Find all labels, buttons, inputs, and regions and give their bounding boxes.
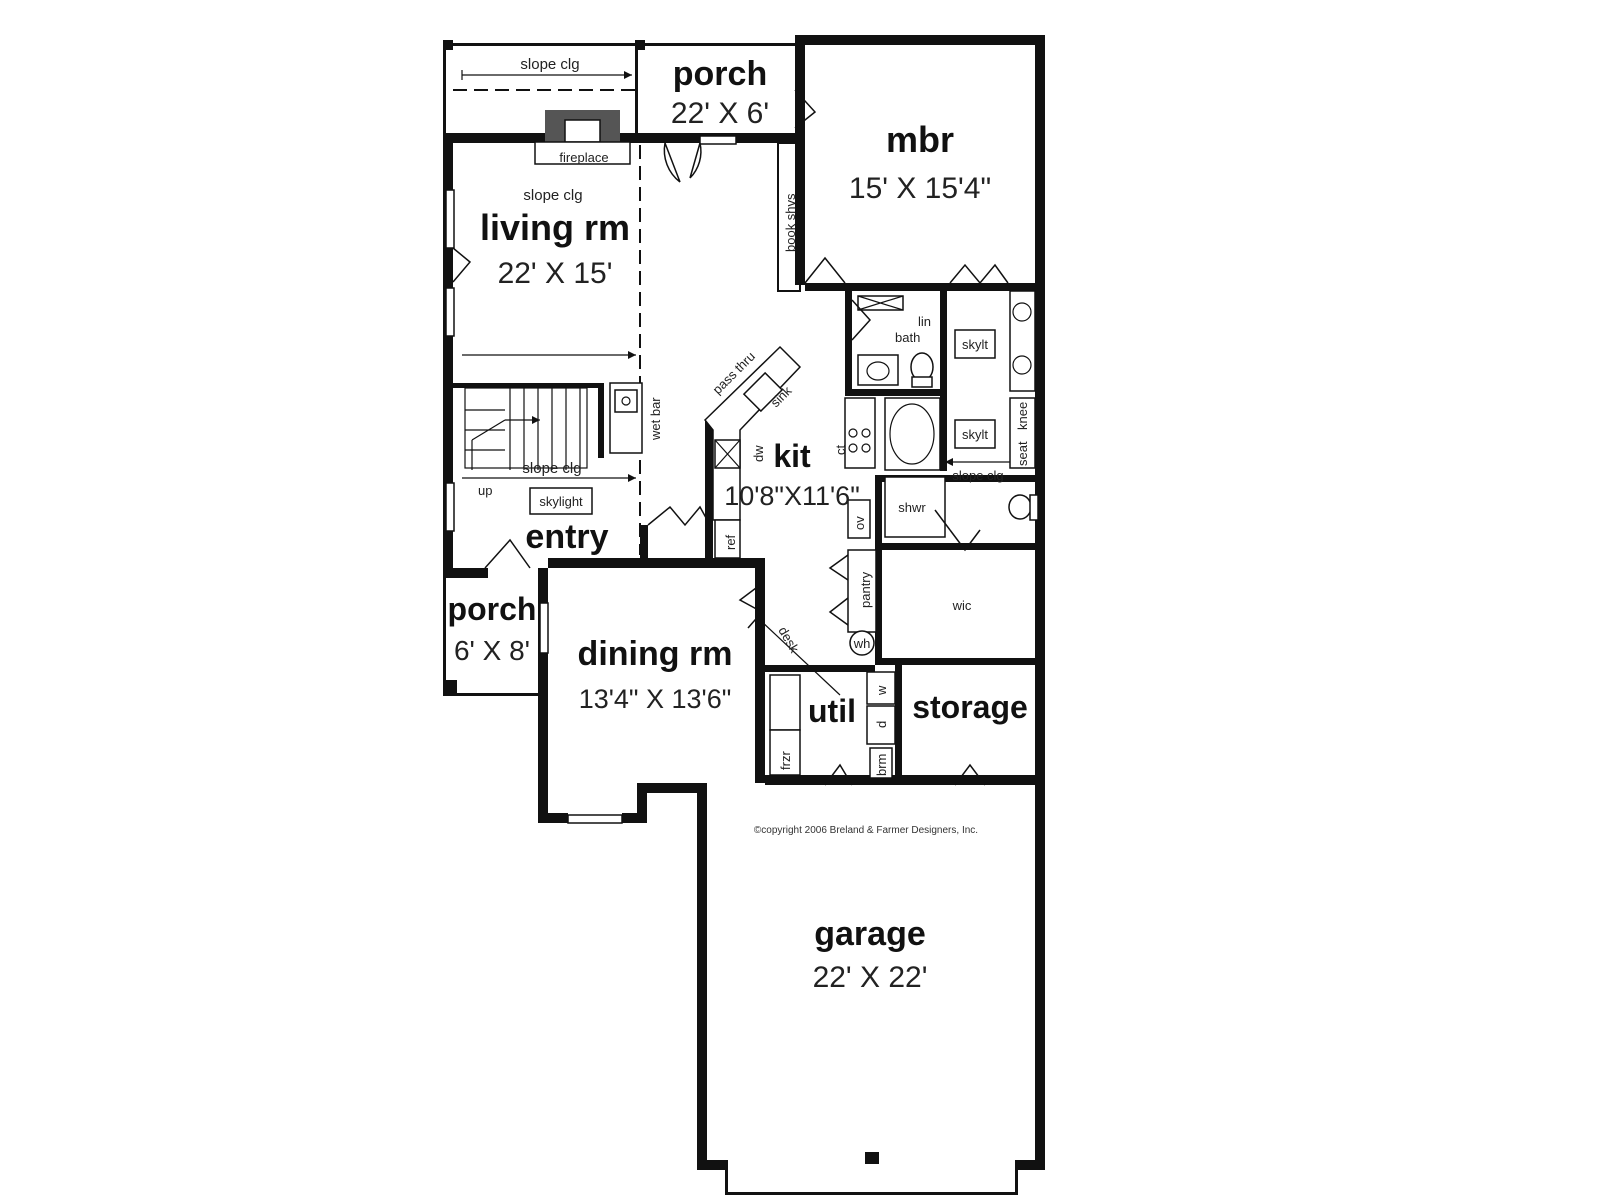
exterior-walls	[443, 35, 1045, 1195]
note-desk: desk	[775, 624, 802, 656]
fireplace	[534, 110, 631, 165]
note-lin: lin	[918, 314, 931, 329]
room-dim-porch-side: 6' X 8'	[454, 635, 530, 666]
note-pantry: pantry	[858, 571, 873, 608]
room-name-storage: storage	[912, 689, 1028, 725]
note-skylt-1: skylt	[962, 337, 988, 352]
note-knee: knee	[1015, 402, 1030, 430]
note-ref: ref	[723, 534, 738, 550]
note-slope-clg-stair: slope clg	[522, 460, 581, 477]
room-dim-porch-top: 22' X 6'	[671, 97, 769, 130]
note-skylight: skylight	[539, 494, 583, 509]
note-ov: ov	[852, 516, 867, 530]
doors	[452, 89, 1009, 786]
room-name-util: util	[808, 693, 856, 729]
room-name-entry: entry	[525, 518, 608, 556]
room-dim-living: 22' X 15'	[498, 257, 613, 290]
utility-fixtures	[769, 671, 896, 779]
note-wet-bar: wet bar	[648, 397, 663, 441]
slope-ceiling-lines	[453, 70, 1020, 555]
note-wic: wic	[952, 598, 972, 613]
room-name-porch-side: porch	[448, 591, 537, 627]
note-frzr: frzr	[778, 751, 793, 770]
note-fireplace: fireplace	[559, 150, 608, 165]
note-seat: seat	[1015, 441, 1030, 466]
room-dim-garage: 22' X 22'	[813, 961, 928, 994]
interior-walls	[453, 45, 1045, 785]
room-name-porch-top: porch	[673, 55, 767, 93]
note-skylt-2: skylt	[962, 427, 988, 442]
bath-fixtures	[857, 290, 1039, 538]
note-slope-clg-porch: slope clg	[520, 56, 579, 73]
note-ct: ct	[833, 445, 848, 456]
annotations: slope clg fireplace slope clg book shvs …	[478, 56, 1030, 836]
note-slope-clg-living: slope clg	[523, 187, 582, 204]
room-dim-kit: 10'8"X11'6"	[724, 481, 860, 511]
note-d: d	[874, 721, 889, 728]
note-w: w	[874, 685, 889, 696]
copyright-notice: ©copyright 2006 Breland & Farmer Designe…	[754, 825, 978, 836]
note-shwr: shwr	[898, 500, 926, 515]
skylight-marker	[529, 487, 593, 515]
note-up: up	[478, 483, 492, 498]
room-labels: porch 22' X 6' mbr 15' X 15'4" living rm…	[448, 55, 1028, 994]
note-slope-clg-bath: slope clg	[952, 468, 1003, 483]
room-dim-dining: 13'4" X 13'6"	[579, 684, 732, 714]
wet-bar	[609, 382, 643, 454]
room-name-mbr: mbr	[886, 119, 954, 160]
room-dim-mbr: 15' X 15'4"	[849, 172, 991, 205]
note-bath: bath	[895, 330, 920, 345]
windows	[445, 135, 737, 824]
room-name-kit: kit	[773, 438, 811, 474]
note-dw: dw	[751, 445, 766, 462]
room-name-garage: garage	[814, 915, 926, 953]
note-book-shvs: book shvs	[783, 193, 798, 252]
staircase	[464, 387, 588, 470]
room-name-dining: dining rm	[578, 635, 733, 673]
room-name-living: living rm	[480, 207, 630, 248]
note-brm: brm	[874, 754, 889, 776]
note-wh: wh	[853, 636, 871, 651]
kitchen-counters	[703, 345, 877, 656]
